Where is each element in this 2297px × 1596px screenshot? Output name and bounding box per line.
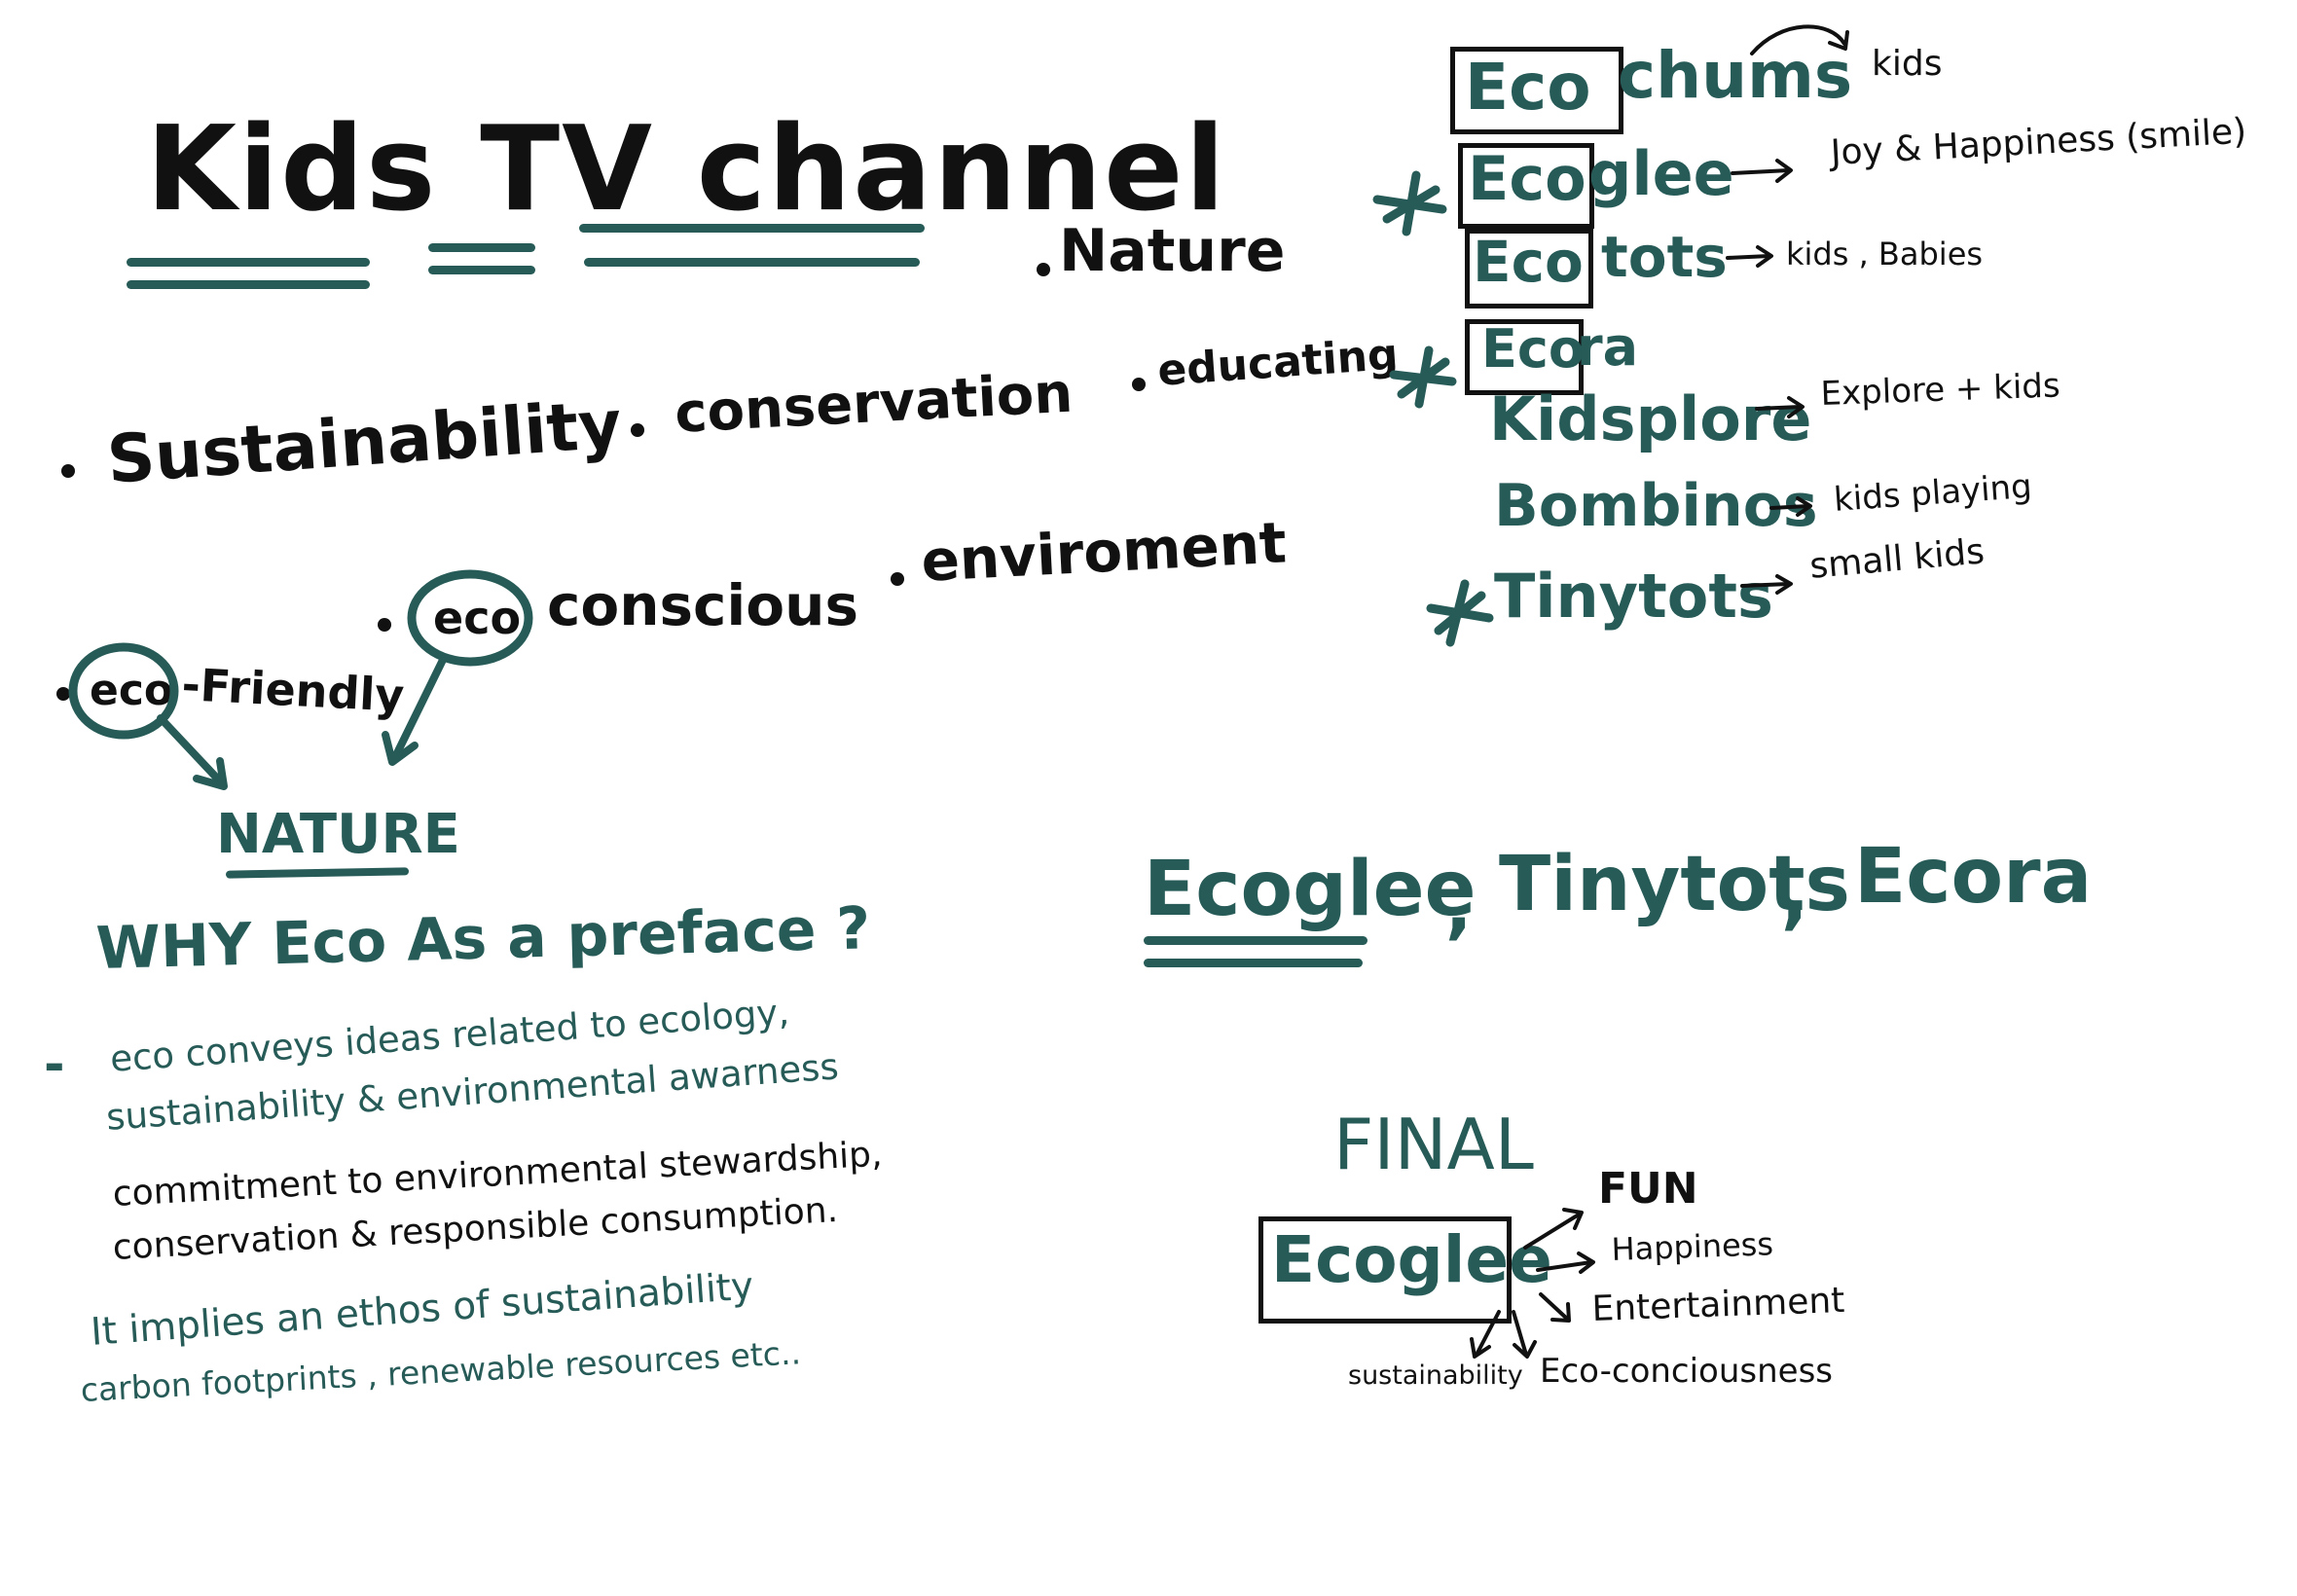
bullet-dot: [1037, 263, 1050, 276]
keyword-nature-caps: NATURE: [216, 803, 460, 866]
shortlist-sep: ,: [1445, 865, 1473, 947]
eco-friendly-eco: eco: [90, 666, 174, 715]
bullet-dot: [56, 687, 70, 701]
title-underline-4: [428, 266, 535, 274]
bullet-dot: [631, 423, 644, 437]
bullet-dot: [378, 618, 391, 632]
name-rest: Tinytots: [1494, 561, 1773, 632]
name-rest: chums: [1618, 38, 1853, 113]
arrow-head-icon: [193, 757, 228, 790]
final-label: FINAL: [1333, 1104, 1534, 1185]
shortlist-ecoglee: Ecoglee: [1144, 846, 1477, 933]
arrow-head-icon: [1513, 1340, 1537, 1359]
star-icon: [1426, 579, 1494, 647]
bullet-dot: [1132, 378, 1146, 391]
shortlist-ecora: Ecora: [1854, 833, 2093, 921]
arrow-head-icon: [1756, 245, 1773, 268]
name-prefix: Eco: [1473, 229, 1584, 295]
name-meaning: kids: [1872, 44, 1943, 84]
title-underline-2: [127, 280, 370, 289]
eco-friendly-circle: [68, 642, 179, 740]
bullet-dot: [891, 572, 904, 586]
name-rest: tots: [1601, 224, 1728, 290]
shortlist-sep: ,: [1781, 855, 1808, 937]
arrow-head-icon: [1796, 496, 1812, 517]
arrow-head-icon: [1828, 30, 1849, 51]
name-prefix: Eco: [1481, 318, 1585, 380]
arrow-head-icon: [1775, 574, 1793, 595]
final-eco-consciousness: Eco-conciousness: [1540, 1352, 1834, 1391]
name-rest: Bombinos: [1494, 472, 1818, 540]
why-dash: -: [44, 1035, 65, 1094]
eco-conscious-circle: [407, 569, 533, 667]
arrow-head-icon: [1470, 1337, 1491, 1359]
title-underline-3: [428, 243, 535, 252]
name-prefix: Eco: [1468, 143, 1586, 214]
eco-prefix-box: [1458, 143, 1594, 229]
final-name-box: [1258, 1216, 1512, 1324]
arrow-head-icon: [1775, 159, 1793, 183]
name-rest: Kidsplore: [1489, 383, 1812, 454]
star-icon: [1389, 345, 1457, 409]
shortlist-tinytots: Tinytots: [1499, 841, 1850, 928]
arrow-head-icon: [382, 731, 419, 766]
title-underline-6: [584, 258, 920, 267]
keyword-nature: Nature: [1059, 217, 1286, 285]
shortlist-underline: [1144, 936, 1367, 945]
eco-prefix-box: [1465, 319, 1584, 395]
eco-prefix-box: [1450, 47, 1623, 134]
arrow-head-icon: [1577, 1251, 1595, 1274]
arrow-head-icon: [1787, 396, 1805, 418]
star-icon: [1372, 170, 1447, 236]
final-fun: FUN: [1598, 1164, 1698, 1214]
bullet-dot: [61, 464, 75, 478]
shortlist-underline: [1144, 959, 1363, 967]
final-sustainability: sustainability: [1348, 1360, 1523, 1391]
title-underline-1: [127, 258, 370, 267]
name-rest: glee: [1588, 138, 1734, 209]
page-title: Kids TV channel: [146, 102, 1227, 237]
name-rest: ra: [1577, 316, 1639, 378]
arrow-head-icon: [1562, 1208, 1584, 1230]
keyword-eco-conscious: conscious: [547, 572, 858, 638]
arrow-head-icon: [1550, 1302, 1571, 1323]
eco-conscious-eco: eco: [433, 592, 522, 644]
name-prefix: Eco: [1465, 50, 1591, 125]
final-name: Ecoglee: [1271, 1222, 1552, 1297]
title-underline-5: [579, 224, 925, 233]
name-meaning: kids , Babies: [1786, 236, 1984, 272]
eco-prefix-box: [1465, 229, 1593, 308]
